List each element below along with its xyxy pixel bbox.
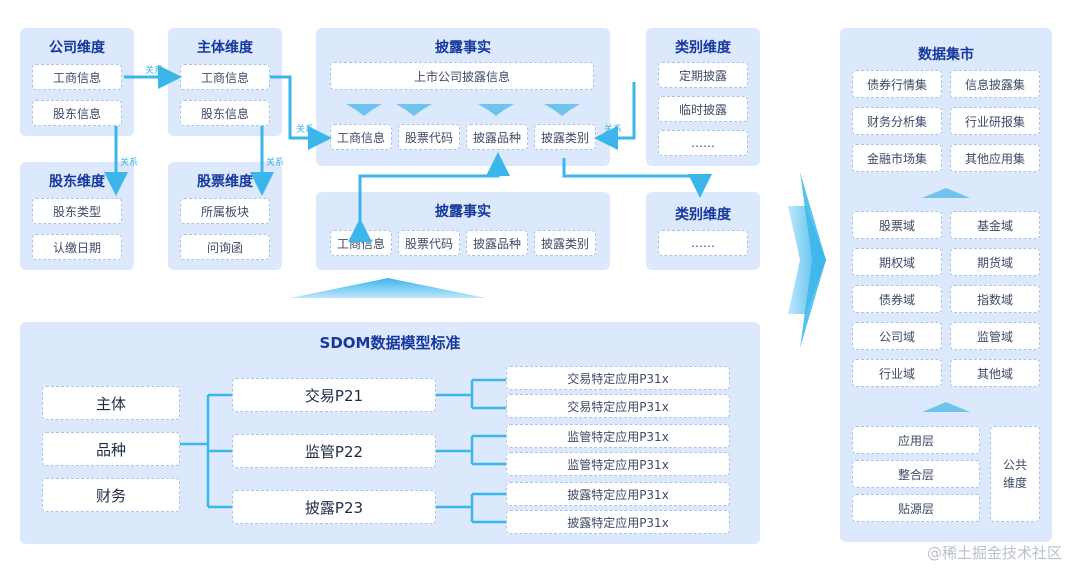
company-dimension-panel: 公司维度 工商信息 股东信息 bbox=[20, 28, 134, 136]
app-set-item: 其他应用集 bbox=[950, 144, 1040, 172]
watermark: @稀土掘金技术社区 bbox=[926, 544, 1062, 562]
panel-title: 数据集市 bbox=[918, 47, 974, 63]
app-set-item: 财务分析集 bbox=[852, 107, 942, 135]
down-arrow bbox=[544, 104, 580, 116]
up-arrow bbox=[922, 188, 970, 198]
disclosure-fact-top-panel: 披露事实 上市公司披露信息 工商信息 股票代码 披露品种 披露类别 bbox=[316, 28, 610, 166]
dim-item: 临时披露 bbox=[658, 96, 748, 122]
down-arrow bbox=[396, 104, 432, 116]
dim-item: 定期披露 bbox=[658, 62, 748, 88]
domain-item: 债券域 bbox=[852, 285, 942, 313]
dim-item: 工商信息 bbox=[32, 64, 122, 90]
sdom-standard-panel: SDOM数据模型标准 主体 品种 财务 交易P21 监管P22 披露P23 交易… bbox=[20, 322, 760, 544]
relation-arrow bbox=[348, 152, 510, 242]
layer-item: 贴源层 bbox=[852, 494, 980, 522]
shareholder-dimension-panel: 股东维度 股东类型 认缴日期 bbox=[20, 162, 134, 270]
fact-item: 工商信息 bbox=[330, 124, 392, 150]
panel-title: 公司维度 bbox=[49, 40, 105, 56]
app-set-item: 行业研报集 bbox=[950, 107, 1040, 135]
sdom-right-item: 监管特定应用P31x bbox=[506, 424, 730, 448]
category-dimension-top-panel: 类别维度 定期披露 临时披露 …… bbox=[646, 28, 760, 166]
sdom-tree-lines bbox=[180, 378, 506, 524]
dim-item: 股东信息 bbox=[32, 100, 122, 126]
common-dimension-label: 公共维度 bbox=[1002, 458, 1027, 490]
dim-item: 所属板块 bbox=[180, 198, 270, 224]
layer-item: 整合层 bbox=[852, 460, 980, 488]
panel-title: 股东维度 bbox=[49, 174, 105, 190]
domain-item: 期货域 bbox=[950, 248, 1040, 276]
dim-item: 股东信息 bbox=[180, 100, 270, 126]
domain-item: 指数域 bbox=[950, 285, 1040, 313]
domain-item: 监管域 bbox=[950, 322, 1040, 350]
fact-item: 披露类别 bbox=[534, 230, 596, 256]
app-set-item: 债券行情集 bbox=[852, 70, 942, 98]
sdom-middle-item: 披露P23 bbox=[232, 490, 436, 524]
domain-item: 期权域 bbox=[852, 248, 942, 276]
sdom-right-item: 交易特定应用P31x bbox=[506, 366, 730, 390]
sdom-left-item: 品种 bbox=[42, 432, 180, 466]
down-arrow bbox=[478, 104, 514, 116]
dim-item: 股东类型 bbox=[32, 198, 122, 224]
data-mart-panel: 数据集市 债券行情集 信息披露集 财务分析集 行业研报集 金融市场集 其他应用集… bbox=[840, 28, 1052, 542]
sdom-middle-item: 交易P21 bbox=[232, 378, 436, 412]
fact-item: 股票代码 bbox=[398, 124, 460, 150]
panel-title: 主体维度 bbox=[197, 40, 253, 56]
app-set-item: 信息披露集 bbox=[950, 70, 1040, 98]
panel-title: 股票维度 bbox=[197, 174, 253, 190]
dim-item: 工商信息 bbox=[180, 64, 270, 90]
panel-title: 类别维度 bbox=[675, 40, 731, 56]
up-arrow bbox=[922, 402, 970, 412]
relation-arrow bbox=[270, 75, 332, 150]
dim-item: …… bbox=[658, 130, 748, 156]
relation-arrow bbox=[594, 82, 636, 150]
sdom-left-item: 财务 bbox=[42, 478, 180, 512]
domain-item: 其他域 bbox=[950, 359, 1040, 387]
dim-item: 问询函 bbox=[180, 234, 270, 260]
fact-item: 披露品种 bbox=[466, 124, 528, 150]
big-up-arrow bbox=[290, 278, 486, 298]
big-right-arrow bbox=[788, 206, 826, 314]
big-right-arrow bbox=[800, 172, 826, 348]
relation-arrow bbox=[562, 158, 712, 198]
relation-label: 关系 bbox=[145, 66, 164, 76]
sdom-left-item: 主体 bbox=[42, 386, 180, 420]
dim-item: 认缴日期 bbox=[32, 234, 122, 260]
sdom-right-item: 披露特定应用P31x bbox=[506, 482, 730, 506]
domain-item: 公司域 bbox=[852, 322, 942, 350]
sdom-middle-item: 监管P22 bbox=[232, 434, 436, 468]
common-dimension: 公共维度 bbox=[990, 426, 1040, 522]
subject-dimension-panel: 主体维度 工商信息 股东信息 bbox=[168, 28, 282, 136]
app-set-item: 金融市场集 bbox=[852, 144, 942, 172]
fact-item: 披露类别 bbox=[534, 124, 596, 150]
layer-item: 应用层 bbox=[852, 426, 980, 454]
panel-title: SDOM数据模型标准 bbox=[319, 334, 461, 352]
relation-label: 关系 bbox=[604, 125, 623, 135]
panel-title: 类别维度 bbox=[675, 207, 731, 223]
category-dimension-bottom-panel: 类别维度 …… bbox=[646, 192, 760, 270]
dim-item: …… bbox=[658, 230, 748, 256]
sdom-right-item: 披露特定应用P31x bbox=[506, 510, 730, 534]
relation-label: 关系 bbox=[120, 158, 139, 168]
panel-title: 披露事实 bbox=[435, 40, 491, 56]
sdom-right-item: 监管特定应用P31x bbox=[506, 452, 730, 476]
fact-header: 上市公司披露信息 bbox=[330, 62, 594, 90]
relation-label: 关系 bbox=[296, 125, 315, 135]
domain-item: 股票域 bbox=[852, 211, 942, 239]
down-arrow bbox=[346, 104, 382, 116]
sdom-right-item: 交易特定应用P31x bbox=[506, 394, 730, 418]
domain-item: 基金域 bbox=[950, 211, 1040, 239]
relation-label: 关系 bbox=[266, 158, 285, 168]
domain-item: 行业域 bbox=[852, 359, 942, 387]
